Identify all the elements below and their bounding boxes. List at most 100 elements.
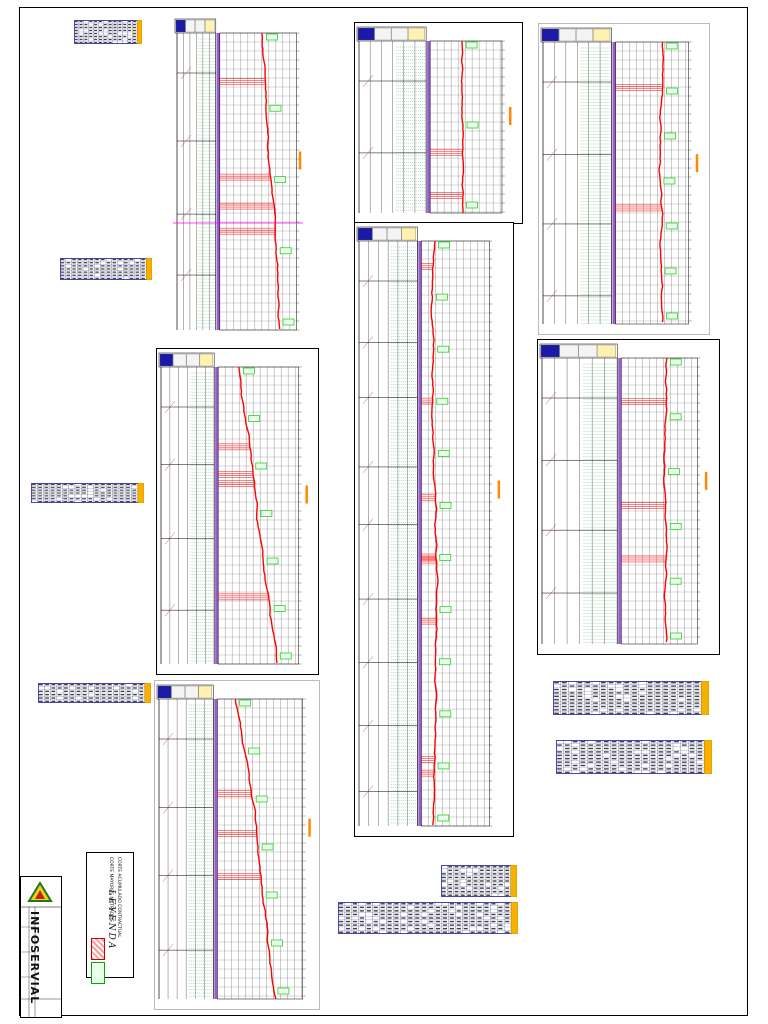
table-cell-value xyxy=(611,754,617,756)
table-cell-value xyxy=(564,761,570,763)
table-cell-value xyxy=(454,876,459,879)
table-cell-value xyxy=(593,695,598,697)
annotation-tick xyxy=(164,458,176,471)
table-cell-value xyxy=(689,751,695,753)
table-cell-value xyxy=(580,764,586,767)
table-cell-value xyxy=(89,35,93,38)
table-cell-value xyxy=(642,744,648,746)
table-cell-value xyxy=(632,699,637,701)
table-cell-value xyxy=(650,741,656,743)
table-cell-value xyxy=(38,697,43,699)
table-cell-value xyxy=(666,741,672,743)
table-cell-value xyxy=(366,903,371,905)
table-cell-value xyxy=(577,712,583,714)
table-cell-value xyxy=(129,277,134,280)
table-cell-value xyxy=(66,271,71,273)
table-cell-value xyxy=(441,894,446,896)
station-label-box xyxy=(669,358,682,366)
table-cell-value xyxy=(577,692,583,694)
table-cell-value xyxy=(492,873,497,875)
table-cell-value xyxy=(671,685,676,687)
table-cell-value xyxy=(577,695,583,697)
table-cell-value xyxy=(89,20,93,23)
table-cell-value xyxy=(64,684,68,686)
table-cell-value xyxy=(650,751,656,753)
table-cell-value xyxy=(666,744,672,746)
table-cell-value xyxy=(394,903,399,905)
table-cell-value xyxy=(112,271,117,273)
table-cell-value xyxy=(132,501,137,503)
table-cell-value xyxy=(448,873,453,875)
annotation-tick xyxy=(180,134,192,148)
table-header-band xyxy=(136,20,142,44)
table-cell-value xyxy=(38,495,42,497)
table-cell-value xyxy=(647,709,653,711)
table-cell-value xyxy=(674,761,679,763)
table-cell-value xyxy=(456,931,461,933)
station-label-box xyxy=(664,267,677,275)
table-cell-value xyxy=(99,26,102,29)
table-cell-value xyxy=(557,751,562,753)
table-cell-value xyxy=(422,910,427,912)
table-cell-value xyxy=(564,747,570,750)
table-cell-value xyxy=(339,913,344,916)
table-cell-value xyxy=(129,258,134,261)
table-cell-value xyxy=(658,768,664,770)
table-cell-value xyxy=(663,705,669,708)
table-cell-value xyxy=(352,924,358,926)
table-cell-value xyxy=(78,268,82,270)
table-cell-value xyxy=(658,744,664,746)
table-cell-value xyxy=(113,486,118,488)
table-cell-value xyxy=(66,274,71,276)
table-cell-value xyxy=(82,486,86,488)
table-cell-value xyxy=(89,26,93,29)
table-cell-value xyxy=(449,917,454,919)
table-cell-value xyxy=(38,486,42,488)
table-cell-value xyxy=(596,747,601,750)
table-cell-value xyxy=(89,277,94,280)
table-cell-value xyxy=(126,694,131,696)
table-cell-value xyxy=(133,20,136,23)
annotation-tick xyxy=(545,524,557,537)
table-cell-value xyxy=(119,486,124,488)
table-cell-value xyxy=(572,747,578,750)
table-cell-value xyxy=(359,920,364,923)
table-cell-value xyxy=(454,866,459,868)
table-cell-value xyxy=(608,709,614,711)
table-cell-value xyxy=(463,906,468,909)
table-cell-value xyxy=(569,692,575,694)
table-cell-value xyxy=(491,917,496,919)
ground-profile-line xyxy=(261,32,281,330)
table-cell-value xyxy=(686,702,692,704)
annotation-tick xyxy=(362,656,374,669)
table-cell-value xyxy=(449,913,454,916)
table-cell-value xyxy=(627,741,633,743)
table-cell-value xyxy=(89,32,93,35)
table-cell-value xyxy=(106,277,111,280)
table-cell-value xyxy=(564,764,570,767)
table-cell-value xyxy=(442,917,448,919)
table-cell-value xyxy=(373,931,378,933)
table-cell-value xyxy=(95,684,100,686)
profile-panel-5 xyxy=(354,222,514,837)
section-title-mark xyxy=(497,480,501,499)
table-cell-value xyxy=(498,876,503,879)
table-cell-value xyxy=(557,761,562,763)
table-cell-value xyxy=(373,920,378,923)
table-cell-value xyxy=(70,700,75,702)
table-cell-value xyxy=(69,501,74,503)
table-cell-value xyxy=(470,910,475,912)
table-cell-value xyxy=(352,913,358,916)
table-cell-value xyxy=(387,913,392,916)
table-cell-value xyxy=(101,697,106,699)
table-cell-value xyxy=(103,23,107,26)
table-cell-value xyxy=(89,41,93,44)
table-cell-value xyxy=(580,741,586,743)
table-cell-value xyxy=(491,931,496,933)
table-cell-value xyxy=(113,483,118,485)
table-cell-value xyxy=(505,906,510,909)
profile-drawing xyxy=(356,226,501,827)
table-cell-value xyxy=(135,271,140,273)
table-cell-value xyxy=(345,910,351,912)
table-cell-value xyxy=(366,931,371,933)
